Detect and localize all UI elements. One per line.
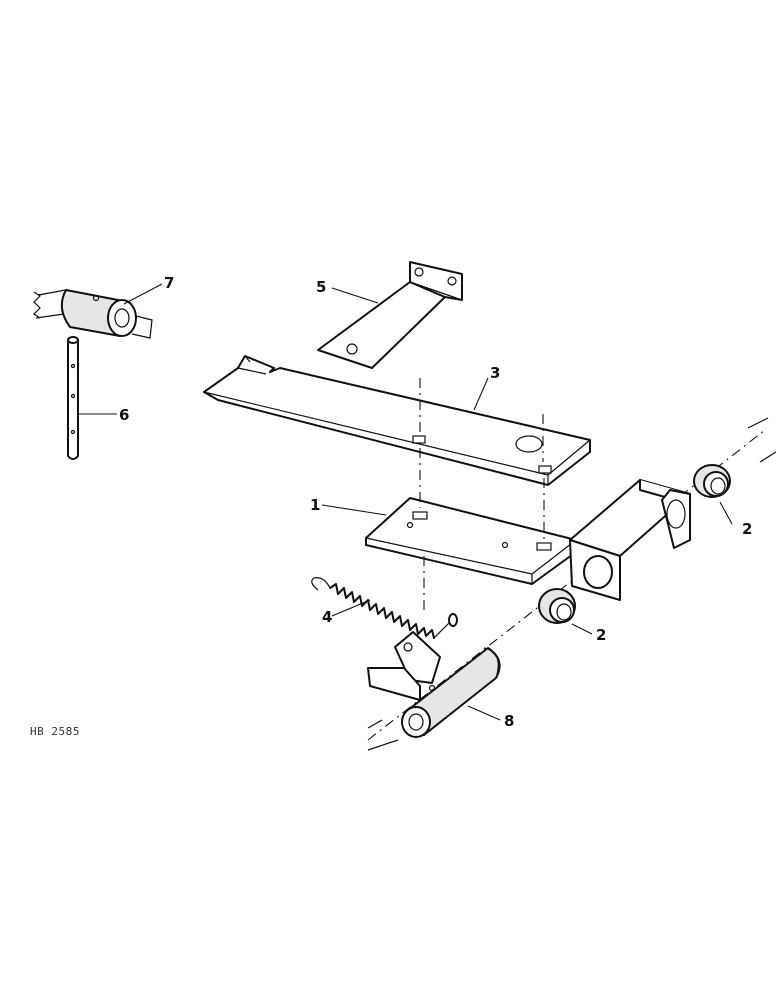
callout-2-lower: 2 — [596, 626, 606, 644]
callout-7: 7 — [164, 274, 174, 292]
callout-4: 4 — [322, 608, 332, 626]
callout-1: 1 — [310, 496, 320, 514]
callout-leaders — [78, 283, 733, 721]
part-2-bushing-upper — [693, 464, 731, 498]
part-8-hub — [367, 631, 501, 738]
part-5-bracket — [317, 261, 463, 369]
alignment-centerlines — [419, 378, 545, 612]
part-2-bushing-lower — [538, 588, 576, 624]
callout-8: 8 — [504, 712, 514, 730]
part-7-collar — [33, 289, 153, 339]
figure-reference-code: HB 2585 — [30, 725, 80, 738]
callout-6: 6 — [119, 406, 129, 424]
part-4-spring — [311, 577, 458, 639]
callout-2-upper: 2 — [742, 520, 752, 538]
part-3-plate — [203, 355, 591, 486]
part-6-pin — [67, 336, 79, 460]
callout-3: 3 — [490, 364, 500, 382]
part-1-plate — [365, 497, 577, 585]
support-bracket — [569, 479, 691, 601]
callout-5: 5 — [316, 278, 326, 296]
